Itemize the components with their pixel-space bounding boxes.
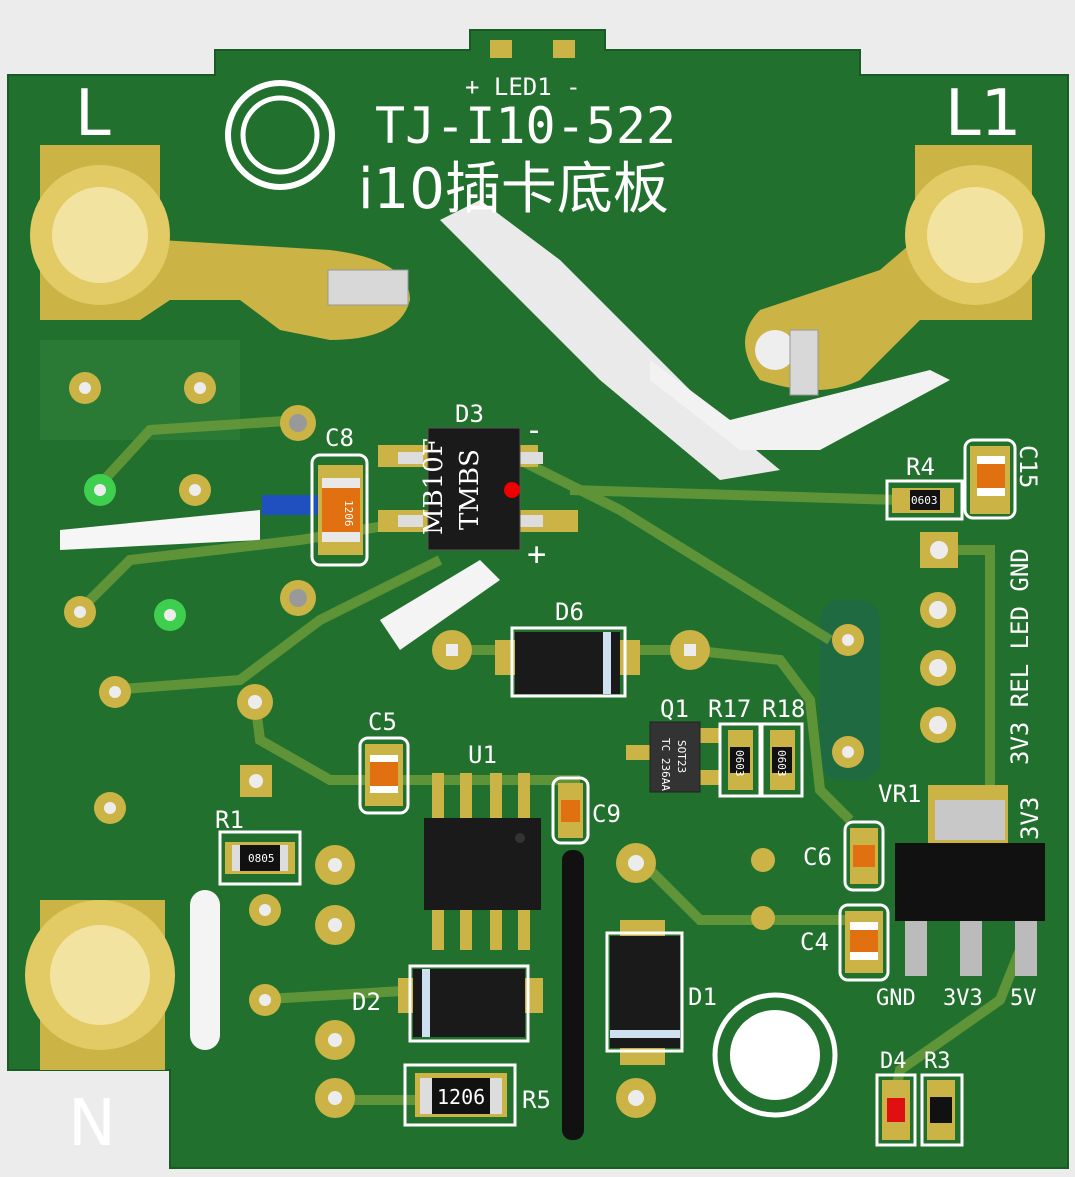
d2-label: D2 — [352, 988, 381, 1016]
r3-resistor[interactable] — [920, 1073, 964, 1147]
regulator-pin-5v: 5V — [1010, 986, 1037, 1011]
d1-label: D1 — [688, 983, 717, 1011]
r18-marking: 0603 — [775, 750, 788, 777]
r4-label: R4 — [906, 453, 935, 481]
c4-capacitor[interactable] — [838, 903, 890, 982]
q1-marking: SOT23 — [675, 740, 688, 773]
isolation-slot — [60, 510, 260, 550]
r5-marking: 1206 — [437, 1085, 485, 1109]
terminal-N[interactable] — [25, 900, 175, 1070]
c5-capacitor[interactable] — [358, 736, 410, 815]
c15-capacitor[interactable] — [963, 438, 1017, 520]
c6-capacitor[interactable] — [843, 820, 885, 892]
isolation-slot — [650, 360, 950, 450]
isolation-slot — [562, 850, 584, 1140]
terminal-label-L: L — [75, 77, 111, 151]
mounting-hole — [240, 95, 320, 175]
d3-marking: MB10F — [419, 438, 449, 535]
d2-diode[interactable] — [398, 964, 543, 1043]
r1-marking: 0805 — [248, 852, 275, 865]
terminal-L1[interactable] — [745, 145, 1045, 396]
q1-marking: TC 236AA — [659, 738, 672, 791]
r4-resistor[interactable] — [885, 479, 964, 521]
led1-pad — [553, 40, 575, 58]
mounting-hole — [712, 992, 838, 1118]
q1-label: Q1 — [660, 695, 689, 723]
c8-marking: 1206 — [342, 500, 355, 527]
r17-marking: 0603 — [733, 750, 746, 777]
d6-label: D6 — [555, 598, 584, 626]
u1-ic[interactable] — [424, 773, 541, 950]
c8-capacitor[interactable] — [262, 453, 369, 567]
regulator-tab-label: 3V3 — [1016, 797, 1044, 840]
isolation-slot — [380, 560, 500, 650]
mounting-hole — [225, 80, 335, 190]
d3-label: D3 — [455, 400, 484, 428]
vr1-regulator[interactable] — [895, 785, 1045, 976]
c15-label: C15 — [1014, 445, 1042, 488]
r18-label: R18 — [762, 695, 805, 723]
board-title: TJ-I10-522 — [375, 97, 676, 155]
r1-label: R1 — [215, 806, 244, 834]
d3-marking: TMBS — [455, 449, 485, 530]
terminal-label-N: N — [68, 1087, 116, 1161]
q1-transistor[interactable] — [626, 721, 720, 793]
vr1-label: VR1 — [878, 780, 921, 808]
c6-label: C6 — [803, 843, 832, 871]
r17-resistor[interactable] — [718, 722, 762, 798]
d1-diode[interactable] — [605, 920, 684, 1065]
r5-resistor[interactable] — [403, 1063, 517, 1127]
terminal-label-L1: L1 — [945, 77, 1021, 151]
c4-label: C4 — [800, 928, 829, 956]
d3-minus-label: - — [525, 413, 543, 448]
d3-bridge-rectifier[interactable] — [378, 427, 578, 551]
r5-label: R5 — [522, 1086, 551, 1114]
r4-marking: 0603 — [911, 494, 938, 507]
r1-resistor[interactable] — [218, 830, 302, 886]
header-pin-labels: 3V3 REL LED GND — [1006, 548, 1034, 765]
regulator-pin-gnd: GND — [876, 986, 916, 1011]
r3-label: R3 — [924, 1049, 951, 1074]
mounting-hole — [730, 1010, 820, 1100]
terminal-L[interactable] — [30, 145, 410, 340]
d6-diode[interactable] — [495, 626, 640, 698]
r17-label: R17 — [708, 695, 751, 723]
c9-label: C9 — [592, 800, 621, 828]
c8-label: C8 — [325, 424, 354, 452]
led1-pad — [490, 40, 512, 58]
r18-resistor[interactable] — [760, 722, 804, 798]
d4-led[interactable] — [875, 1073, 917, 1147]
regulator-pin-3v3: 3V3 — [943, 986, 983, 1011]
u1-label: U1 — [468, 741, 497, 769]
isolation-slot — [190, 890, 220, 1050]
board-subtitle: i10插卡底板 — [358, 157, 669, 222]
d4-label: D4 — [880, 1049, 907, 1074]
d3-plus-label: + — [527, 535, 546, 573]
led1-label: + LED1 - — [465, 73, 581, 101]
c5-label: C5 — [368, 708, 397, 736]
c9-capacitor[interactable] — [551, 776, 590, 845]
